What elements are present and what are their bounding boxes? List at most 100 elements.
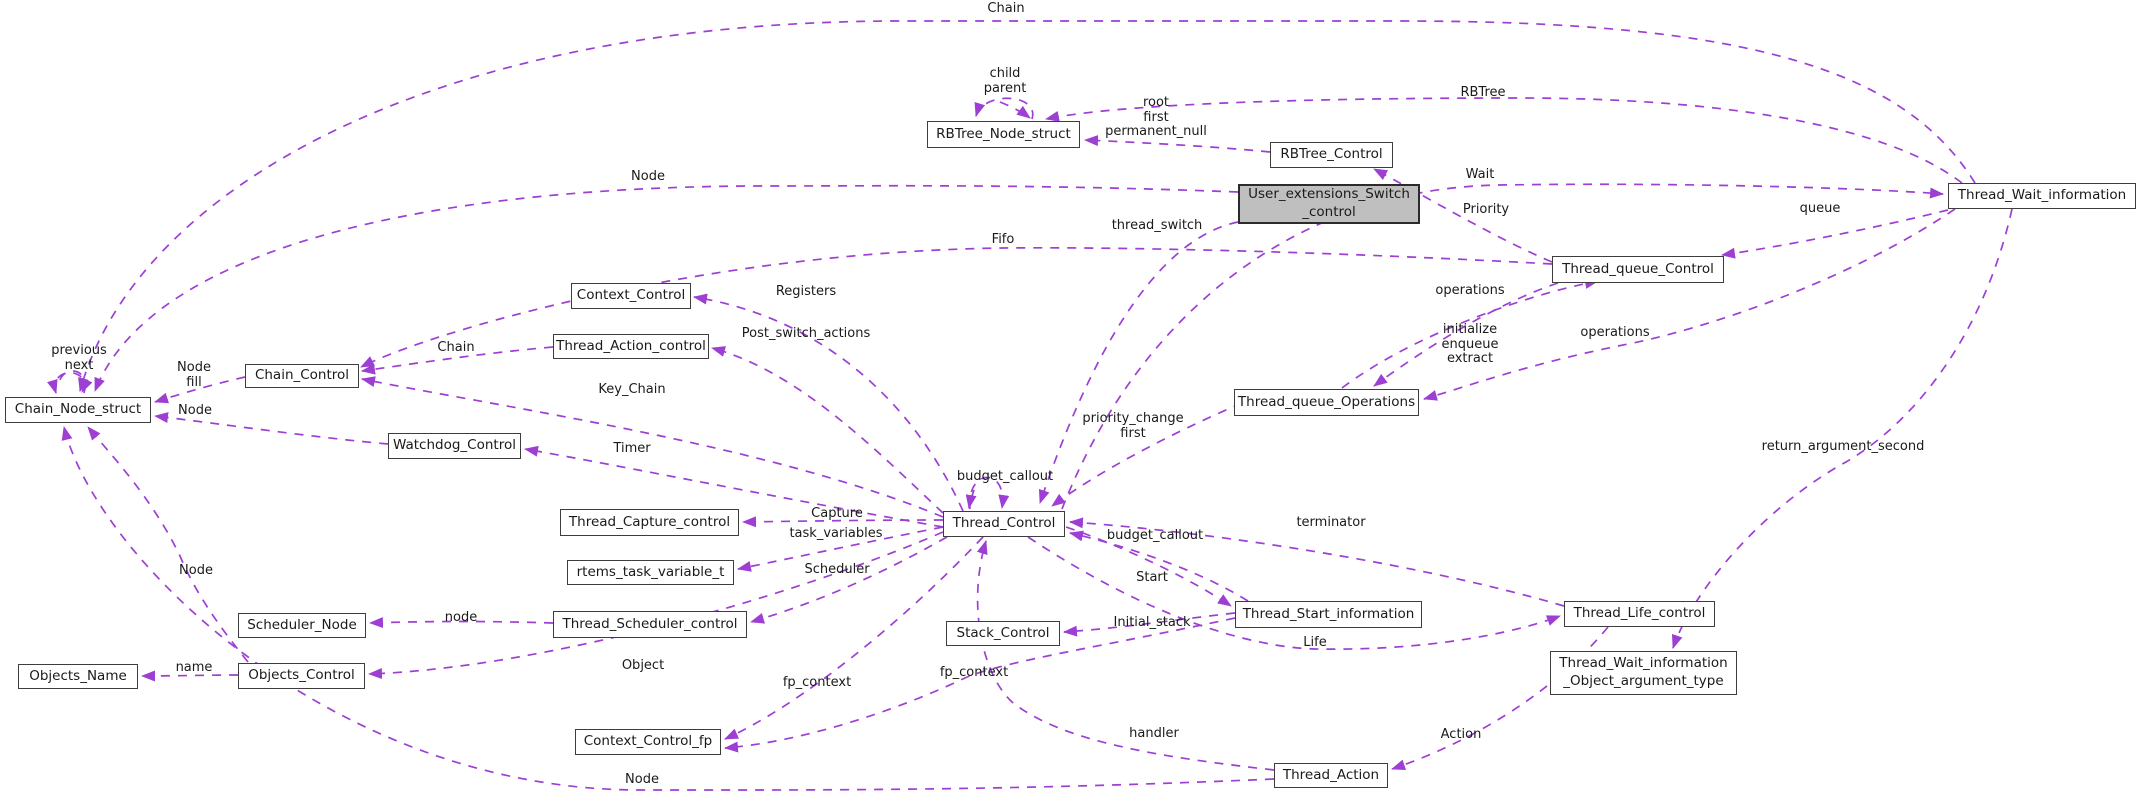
edge-capture [742,516,944,528]
node-stack-control[interactable]: Stack_Control [946,621,1060,646]
edge-label-action: Action [1440,727,1482,742]
edge-label-budget-callout-right: budget_callout [1106,528,1204,543]
node-context-control[interactable]: Context_Control [571,283,691,309]
node-chain-control[interactable]: Chain_Control [245,364,359,388]
edge-rbn-loop-b [999,101,1031,119]
edge-node-scheduler [369,617,554,629]
node-thread-queue-operations-label: Thread_queue_Operations [1237,393,1416,410]
node-objects-name[interactable]: Objects_Name [18,664,138,689]
node-user-extensions-switch-control[interactable]: User_extensions_Switch _control [1238,184,1420,224]
edge-priority-change-first [1051,402,1243,507]
edge-label-task-variables: task_variables [789,526,883,541]
edge-label-operations-right: operations [1580,325,1650,340]
edge-initial-stack [1063,612,1236,637]
node-scheduler-node[interactable]: Scheduler_Node [238,613,366,638]
edge-rbn-loop-a [974,97,1034,120]
node-context-control-label: Context_Control [576,287,686,304]
edge-label-timer: Timer [613,441,651,456]
node-rtems-task-variable-t[interactable]: rtems_task_variable_t [567,560,734,585]
edge-priority [1373,168,1553,263]
node-thread-scheduler-control-label: Thread_Scheduler_control [562,615,738,632]
edge-label-fp-context-left: fp_context [782,675,852,690]
edge-wait [1061,183,1944,510]
node-rbtree-control-label: RBTree_Control [1280,146,1383,163]
edge-label-object: Object [621,658,665,673]
node-thread-action-control[interactable]: Thread_Action_control [553,334,709,359]
node-watchdog-control[interactable]: Watchdog_Control [388,433,521,459]
edge-budget-loop-b [965,489,977,509]
node-thread-queue-control-label: Thread_queue_Control [1562,260,1714,277]
edge-ue-node [94,184,1239,392]
edge-label-thread-switch: thread_switch [1111,218,1203,233]
edge-label-node-scheduler: node [444,610,478,625]
node-thread-start-information[interactable]: Thread_Start_information [1235,601,1422,628]
edge-label-queue: queue [1799,201,1841,216]
node-thread-scheduler-control[interactable]: Thread_Scheduler_control [553,611,747,638]
node-thread-wait-information-label: Thread_Wait_information [1957,187,2127,204]
node-thread-wait-information-object-argument-type[interactable]: Thread_Wait_information _Object_argument… [1550,651,1737,695]
edge-timer [524,445,944,528]
node-chain-node-struct-label: Chain_Node_struct [14,401,142,418]
node-user-extensions-switch-control-label: User_extensions_Switch _control [1248,186,1410,220]
node-context-control-fp[interactable]: Context_Control_fp [575,729,721,755]
node-objects-control[interactable]: Objects_Control [238,663,365,689]
edge-label-chain-cc: Chain [437,340,475,355]
edge-label-name: name [175,660,213,675]
edge-action [1391,626,1609,771]
edge-scheduler [750,536,948,624]
node-thread-capture-control[interactable]: Thread_Capture_control [560,509,739,536]
node-thread-control[interactable]: Thread_Control [943,511,1065,537]
edge-fifo [360,246,1553,368]
node-thread-queue-control[interactable]: Thread_queue_Control [1552,256,1724,283]
edge-fp-context-right [724,617,1236,753]
node-chain-node-struct[interactable]: Chain_Node_struct [5,397,151,423]
edge-operations-left [1373,282,1559,387]
node-objects-control-label: Objects_Control [248,667,355,684]
edge-label-scheduler: Scheduler [804,562,870,577]
edge-task-variables [737,526,944,572]
edge-label-registers: Registers [775,284,837,299]
edge-label-key-chain: Key_Chain [598,382,666,397]
node-stack-control-label: Stack_Control [956,624,1050,641]
edge-start [1065,526,1232,607]
node-thread-wait-information[interactable]: Thread_Wait_information [1948,183,2136,209]
edge-return-argument-second [1671,208,2013,649]
edge-initialize-enqueue-extract [1341,278,1599,389]
edge-life [1027,536,1561,651]
edge-label-start: Start [1136,570,1168,585]
edge-label-node-bottom: Node [625,772,659,787]
edge-budget-callout-right [1069,530,1249,602]
edge-label-return-argument-second: return_argument_second [1761,439,1925,454]
edge-label-capture: Capture [811,506,863,521]
node-thread-start-information-label: Thread_Start_information [1242,605,1415,622]
edge-label-priority: Priority [1462,202,1510,217]
edge-operations-right [1423,208,1956,401]
node-scheduler-node-label: Scheduler_Node [247,616,357,633]
node-rbtree-control[interactable]: RBTree_Control [1270,142,1393,168]
edge-registers [693,293,964,512]
node-thread-life-control[interactable]: Thread_Life_control [1564,601,1715,627]
edge-node-bottom [61,426,1275,791]
node-watchdog-control-label: Watchdog_Control [393,437,516,454]
edge-label-post-switch-actions: Post_switch_actions [741,326,871,341]
edge-terminator [1069,517,1565,607]
edge-label-node-watchdog: Node [178,403,212,418]
edge-cns-loop-b [59,370,93,393]
edge-label-rbtree: RBTree [1460,85,1506,100]
node-thread-queue-operations[interactable]: Thread_queue_Operations [1234,389,1419,416]
node-rbtree-node-struct-label: RBTree_Node_struct [936,125,1071,142]
edge-chain-top [78,20,1976,392]
edge-label-node-objects: Node [179,563,213,578]
node-thread-action-label: Thread_Action [1282,766,1380,783]
node-thread-capture-control-label: Thread_Capture_control [568,513,731,530]
edge-chain-cc [361,346,554,375]
edge-budget-loop-a [969,476,1010,510]
edge-thread-switch [1038,221,1239,504]
edge-label-life: Life [1303,635,1327,650]
node-thread-action[interactable]: Thread_Action [1274,763,1388,788]
node-rbtree-node-struct[interactable]: RBTree_Node_struct [927,121,1080,148]
